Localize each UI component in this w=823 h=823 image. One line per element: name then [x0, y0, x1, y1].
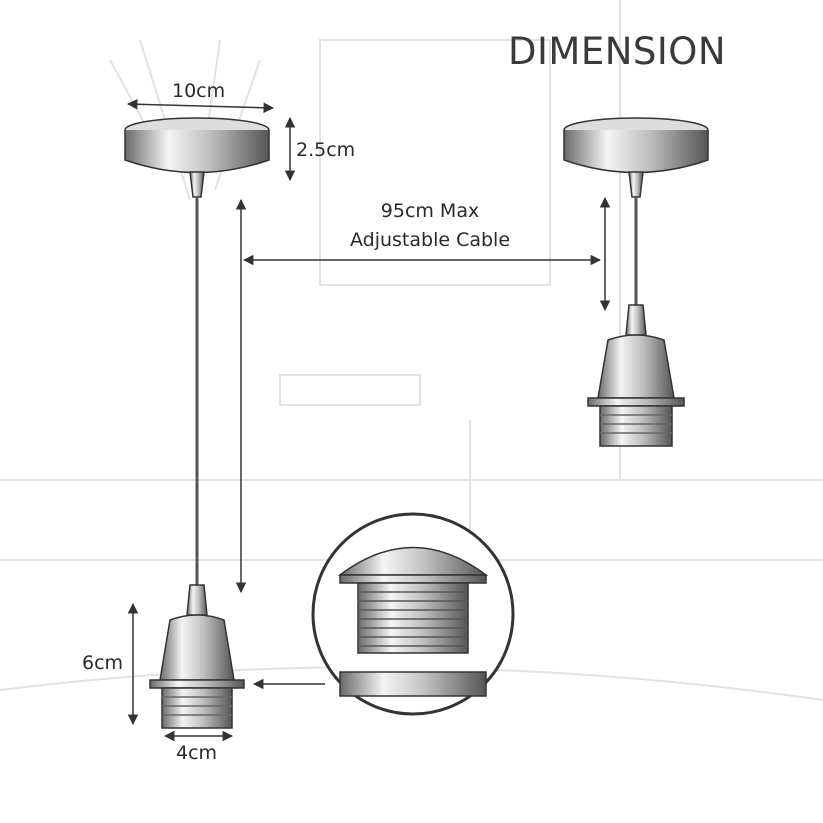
cable-length-label: 95cm Max	[380, 200, 480, 222]
diagram-title: DIMENSION	[508, 30, 727, 73]
left-pendant	[124, 117, 270, 729]
cable-adjustable-label: Adjustable Cable	[349, 229, 511, 251]
holder-height-label: 6cm	[82, 652, 124, 674]
canopy-width-label: 10cm	[172, 80, 226, 102]
canopy-height-label: 2.5cm	[296, 139, 356, 161]
thread-detail-circle	[311, 512, 515, 716]
holder-width-label: 4cm	[176, 742, 218, 764]
right-pendant	[563, 117, 709, 447]
dimension-arrows	[126, 99, 611, 742]
